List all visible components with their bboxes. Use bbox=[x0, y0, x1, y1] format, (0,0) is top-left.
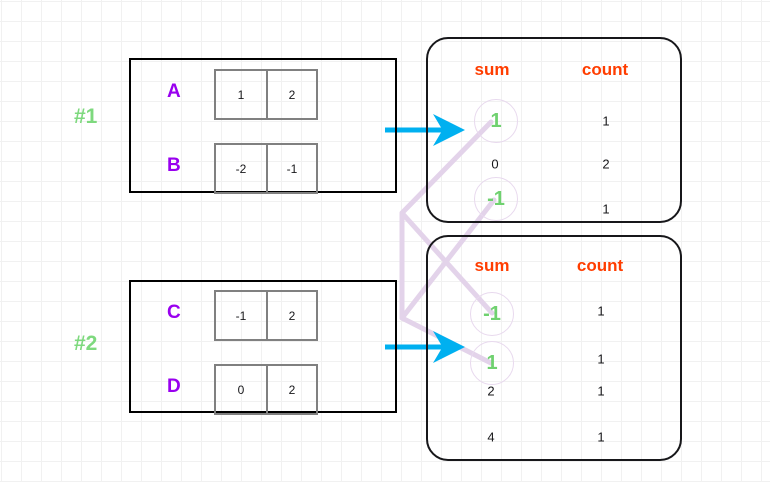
row-name-c: C bbox=[167, 302, 181, 323]
output-table-2-row-3-count: 1 bbox=[597, 429, 605, 445]
cell-b-0: -2 bbox=[235, 161, 247, 176]
cell-a-0: 1 bbox=[237, 87, 245, 102]
row-cells-d: 0 2 bbox=[214, 364, 318, 415]
cell-d-0: 0 bbox=[237, 382, 245, 397]
output-table-2-row-1-sum: 1 bbox=[470, 341, 514, 385]
output-table-2-row-2-sum: 2 bbox=[487, 383, 495, 399]
output-table-1 bbox=[426, 37, 682, 223]
output-table-1-row-1-count: 2 bbox=[602, 156, 610, 172]
output-table-2-row-0-count: 1 bbox=[597, 303, 605, 319]
input-group-2 bbox=[129, 280, 397, 413]
output-table-2-header-sum: sum bbox=[474, 256, 510, 275]
output-table-2-row-2-count: 1 bbox=[597, 383, 605, 399]
output-table-1-row-2-sum: -1 bbox=[474, 177, 518, 221]
cell-d-1: 2 bbox=[266, 366, 316, 413]
group-label-1: #1 bbox=[74, 105, 98, 128]
row-cells-b: -2 -1 bbox=[214, 143, 318, 194]
row-cells-a: 1 2 bbox=[214, 69, 318, 120]
output-table-2-header-count: count bbox=[576, 256, 624, 275]
cell-c-0: -1 bbox=[235, 308, 247, 323]
output-table-1-row-0-sum: 1 bbox=[474, 99, 518, 143]
output-table-1-row-1-sum: 0 bbox=[491, 156, 499, 172]
output-table-1-row-0-count: 1 bbox=[602, 113, 610, 129]
row-name-b: B bbox=[167, 155, 181, 176]
output-table-2 bbox=[426, 235, 682, 461]
row-cells-c: -1 2 bbox=[214, 290, 318, 341]
group-label-2: #2 bbox=[74, 332, 98, 355]
row-name-a: A bbox=[167, 81, 181, 102]
output-table-1-row-2-count: 1 bbox=[602, 201, 610, 217]
output-table-2-row-0-sum: -1 bbox=[470, 292, 514, 336]
cell-a-1: 2 bbox=[266, 71, 316, 118]
output-table-1-header-sum: sum bbox=[474, 60, 510, 79]
output-table-1-header-count: count bbox=[581, 60, 629, 79]
output-table-2-row-1-count: 1 bbox=[597, 351, 605, 367]
cell-c-1: 2 bbox=[266, 292, 316, 339]
output-table-2-row-3-sum: 4 bbox=[487, 429, 495, 445]
cell-b-1: -1 bbox=[266, 145, 316, 192]
row-name-d: D bbox=[167, 376, 181, 397]
